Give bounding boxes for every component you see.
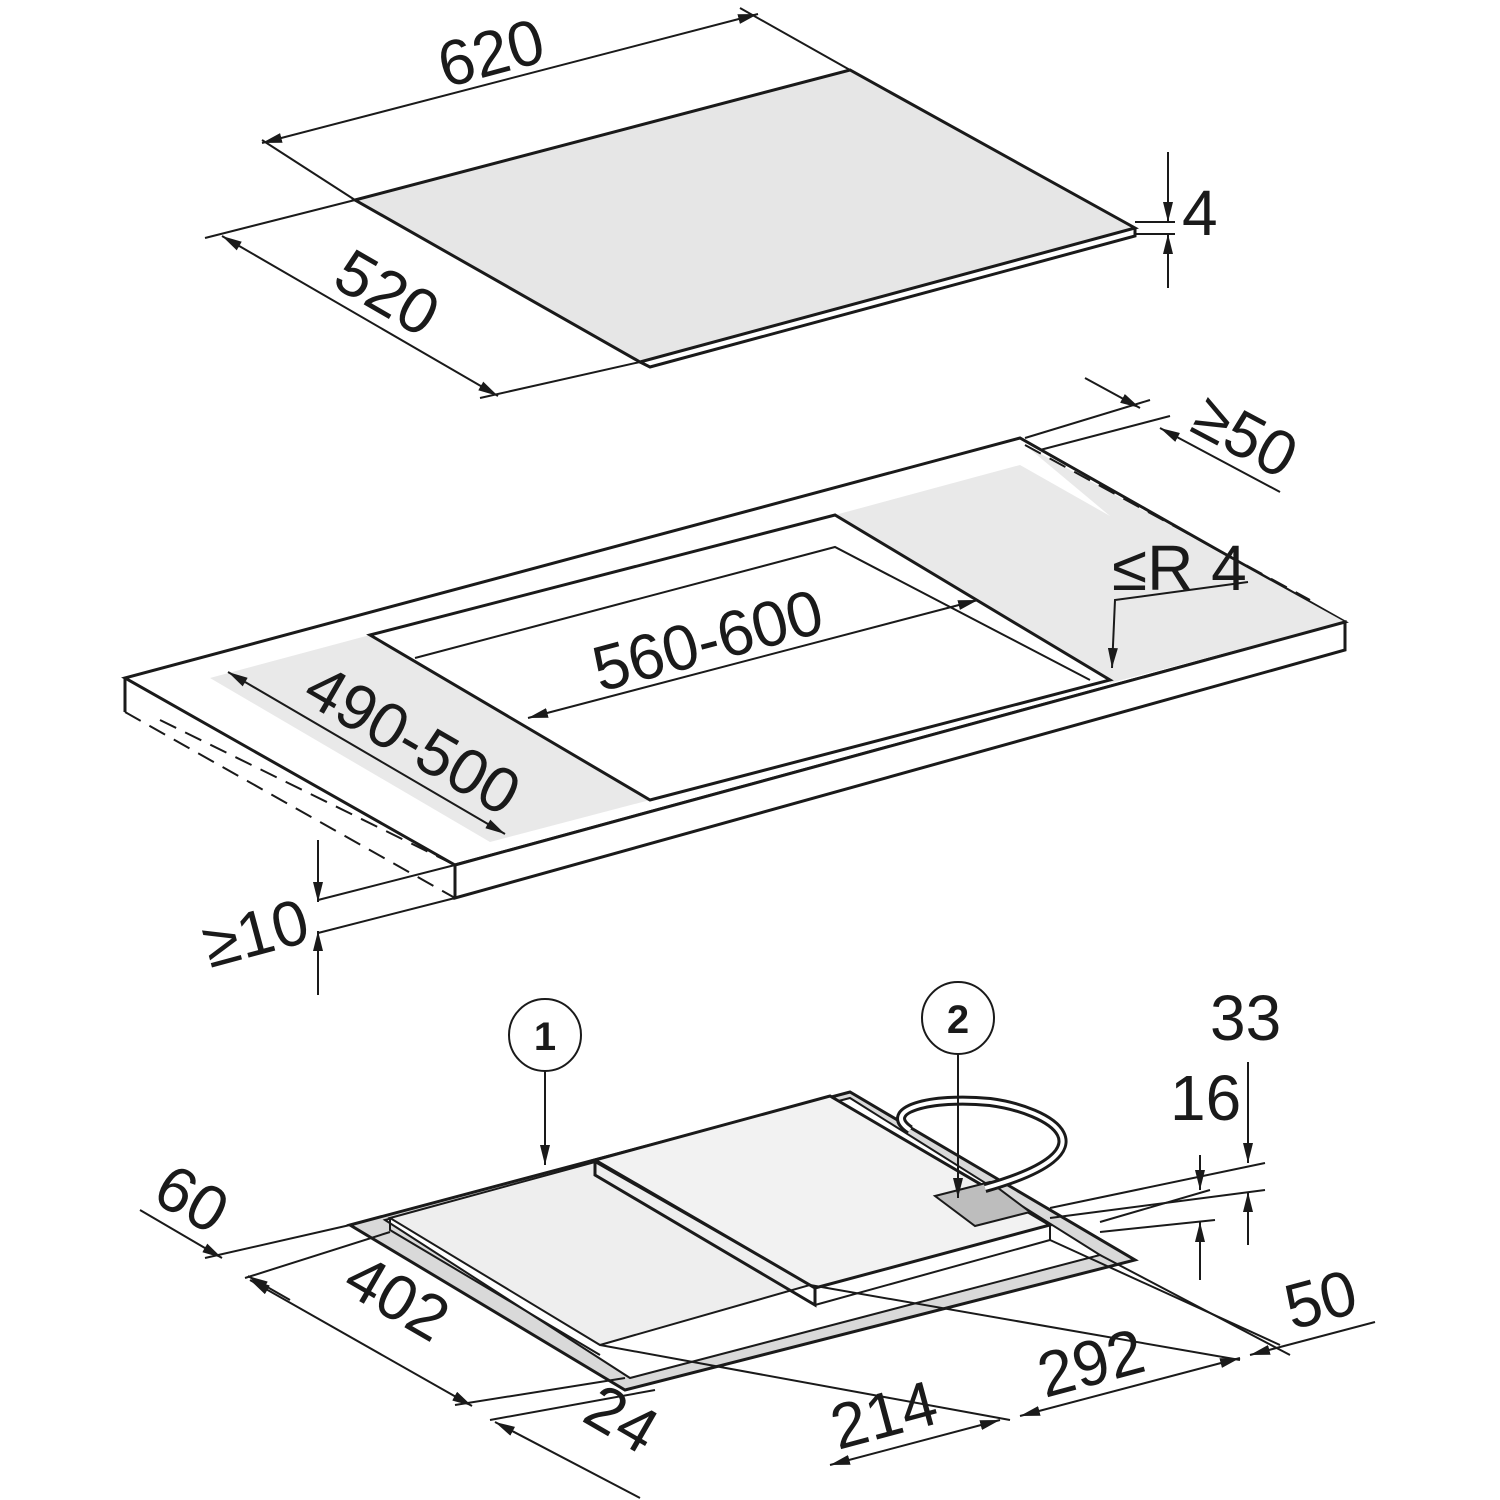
worktop-thickness-label: ≥10 — [195, 884, 316, 981]
dim-front-lip: 24 — [494, 1370, 671, 1499]
callout-1: 1 — [508, 998, 582, 1165]
right-offset-label: 50 — [1277, 1256, 1364, 1344]
dim-height-16: 16 — [1170, 1062, 1241, 1280]
hob-depth-label: 520 — [323, 235, 451, 351]
corner-radius-label: ≤R 4 — [1112, 532, 1247, 604]
callout-2: 2 — [921, 981, 995, 1198]
dim-corner-radius: ≤R 4 — [1107, 532, 1249, 669]
height-33-label: 33 — [1210, 982, 1281, 1054]
dim-worktop-thickness: ≥10 — [195, 840, 456, 995]
height-16-label: 16 — [1170, 1062, 1241, 1134]
dim-hob-thickness: 4 — [1135, 152, 1218, 288]
hob-glass — [351, 68, 1139, 369]
center-width-label: 214 — [823, 1366, 945, 1463]
dim-height-33: 33 — [1210, 982, 1281, 1245]
right-width-label: 292 — [1030, 1314, 1152, 1411]
rear-clearance-label: ≥50 — [1181, 379, 1309, 492]
hob-thickness-label: 4 — [1182, 177, 1218, 249]
callout-2-label: 2 — [947, 998, 969, 1042]
dim-front-offset: 60 — [139, 1150, 291, 1301]
underside-extension-lines — [204, 1162, 1291, 1421]
front-offset-label: 60 — [143, 1150, 241, 1248]
hob-width-label: 620 — [430, 4, 552, 101]
callout-1-label: 1 — [534, 1015, 556, 1059]
dim-center-width: 214 — [823, 1366, 1001, 1466]
hob-underside — [346, 1090, 1139, 1392]
dim-right-width: 292 — [1019, 1314, 1241, 1417]
